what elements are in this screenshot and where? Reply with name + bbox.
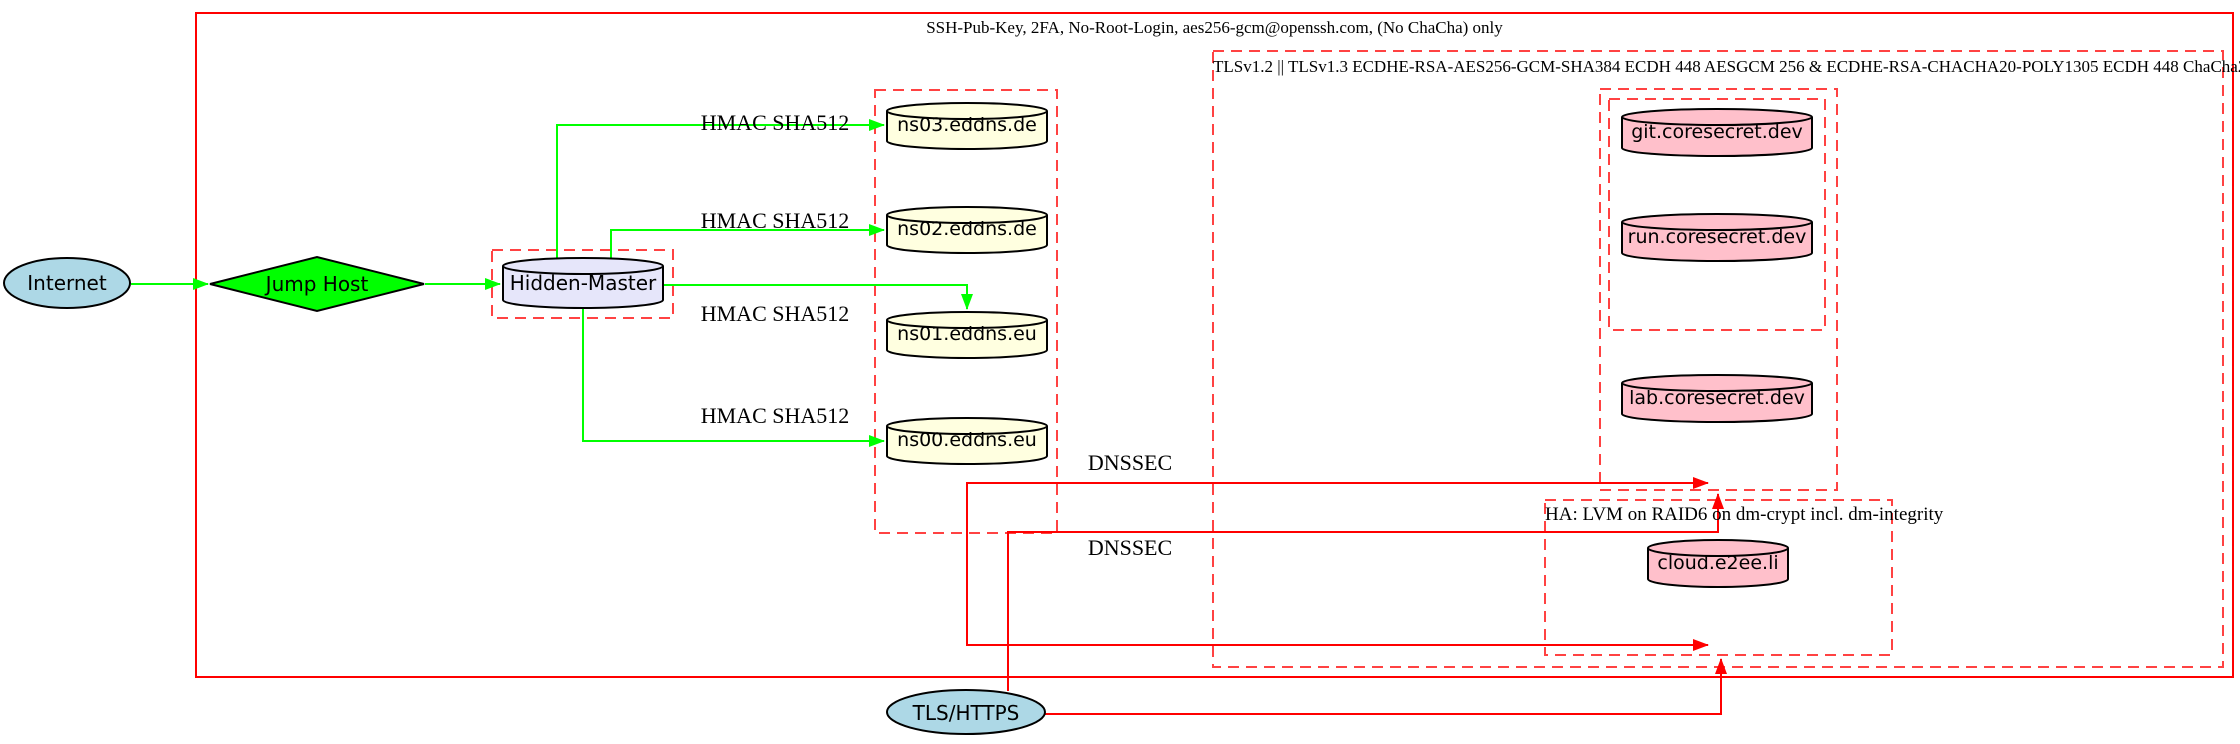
cluster-coresecret-inner xyxy=(1608,98,1826,331)
cluster-tls-label: TLSv1.2 || TLSv1.3 ECDHE-RSA-AES256-GCM-… xyxy=(1213,57,2240,76)
edge-tlshttps-to-ha xyxy=(1045,658,1727,715)
node-ns00-label: ns00.eddns.eu xyxy=(897,429,1037,451)
node-ns03 xyxy=(886,102,1048,150)
edge-dnssec-to-coresecret xyxy=(966,477,1709,533)
node-ns02 xyxy=(886,206,1048,254)
node-internet-label: Internet xyxy=(27,271,107,295)
node-run xyxy=(1621,213,1813,262)
node-ns00 xyxy=(886,417,1048,465)
cluster-ssh-label: SSH-Pub-Key, 2FA, No-Root-Login, aes256-… xyxy=(926,18,1503,37)
cluster-ha-label: HA: LVM on RAID6 on dm-crypt incl. dm-in… xyxy=(1545,504,1944,525)
edge-tlshttps-to-coresecret xyxy=(1007,493,1724,691)
node-tls-https-label: TLS/HTTPS xyxy=(912,701,1020,725)
node-ns02-label: ns02.eddns.de xyxy=(897,218,1037,240)
edge-label-hmac-ns01: HMAC SHA512 xyxy=(700,301,850,326)
cluster-ssh-hardening xyxy=(195,12,2234,678)
cluster-ha-storage xyxy=(1544,499,1893,656)
node-hidden-master xyxy=(502,257,664,309)
node-hidden-master-label: Hidden-Master xyxy=(509,271,657,295)
node-ns01 xyxy=(886,311,1048,359)
node-cloud xyxy=(1647,539,1789,588)
node-lab xyxy=(1621,374,1813,423)
node-git xyxy=(1621,108,1813,157)
node-jump-host xyxy=(209,255,425,313)
edge-dnssec-to-ha xyxy=(966,533,1709,651)
node-jump-host-label: Jump Host xyxy=(265,272,369,296)
node-tls-https xyxy=(886,689,1046,735)
node-git-label: git.coresecret.dev xyxy=(1631,121,1803,143)
cluster-hidden-master xyxy=(491,249,674,319)
node-lab-label: lab.coresecret.dev xyxy=(1629,387,1805,409)
edge-label-dnssec-1: DNSSEC xyxy=(1087,450,1173,475)
cluster-nameservers xyxy=(874,89,1058,534)
edge-label-dnssec-2: DNSSEC xyxy=(1087,535,1173,560)
edge-hiddenmaster-ns00 xyxy=(582,308,885,447)
node-internet xyxy=(3,257,131,309)
edge-label-hmac-ns00: HMAC SHA512 xyxy=(700,403,850,428)
node-ns01-label: ns01.eddns.eu xyxy=(897,323,1037,345)
edge-label-hmac-ns03: HMAC SHA512 xyxy=(700,110,850,135)
edge-label-hmac-ns02: HMAC SHA512 xyxy=(700,208,850,233)
edge-hiddenmaster-ns03 xyxy=(556,119,885,260)
node-ns03-label: ns03.eddns.de xyxy=(897,114,1037,136)
edge-hiddenmaster-ns01 xyxy=(663,284,973,310)
cluster-coresecret-outer xyxy=(1599,88,1838,491)
edge-hiddenmaster-ns02 xyxy=(610,224,885,259)
node-run-label: run.coresecret.dev xyxy=(1627,226,1807,248)
node-cloud-label: cloud.e2ee.li xyxy=(1657,552,1779,574)
